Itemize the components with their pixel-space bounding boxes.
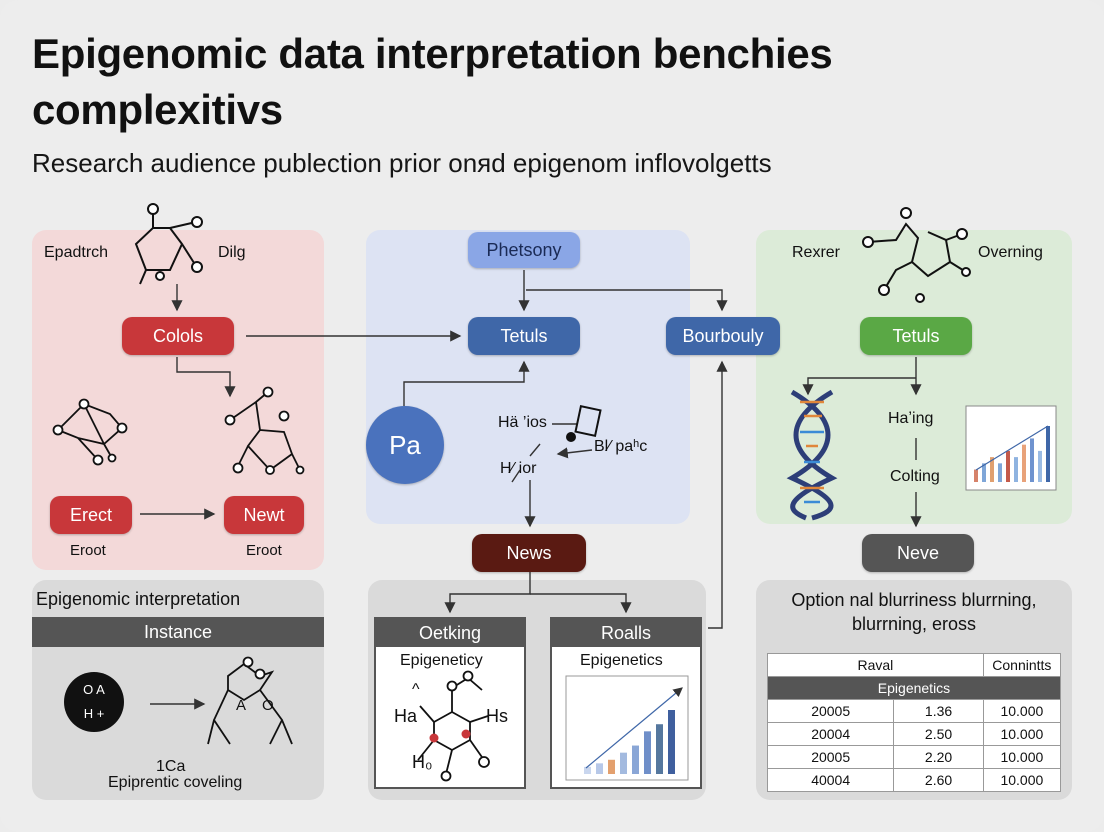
roalls-card-header: Roalls [552,619,700,647]
mol-label-ha: Ha [394,706,418,726]
bourbouly-node: Bourbouly [666,317,780,355]
table-cell: 2.20 [893,745,984,769]
tetuls-center-node: Tetuls [468,317,580,355]
table-cell: 2.50 [893,722,984,746]
left-label-a: Epadtrch [44,244,109,261]
colols-node: Colols [122,317,234,355]
page-subtitle: Research audience publection prior onяd … [32,148,772,178]
table-subheader-cell: Epigenetics [767,676,1061,700]
table-cell: 2.60 [893,768,984,792]
mol-label-hs: Hs [486,706,508,726]
tetuls-right-node: Tetuls [860,317,972,355]
right-label-b: Overning [978,244,1043,261]
oetking-card-sub: Epigeneticy [400,652,483,669]
bottom-left-heading: Epigenomic interpretation [36,589,241,609]
table-cell: 10.000 [982,745,1062,769]
table-header-cell: Connintts [982,653,1062,677]
bottom-left-caption-a: 1Ca [156,758,186,775]
table-cell: 20004 [766,722,895,746]
erect-caption: Eroot [70,542,106,559]
newt-caption: Eroot [246,542,282,559]
right-label-colting: Colting [890,468,940,485]
center-label-bl: Bl∕ paʰc [594,438,648,455]
center-label-hy: H∕ ior [500,460,537,477]
table-subheader-row: Epigenetics [767,676,1061,700]
arrow-roalls-to-bourbouly [708,360,728,629]
roalls-card-sub: Epigenetics [580,652,663,669]
table-cell: 20005 [766,745,895,769]
neve-node: Neve [862,534,974,572]
center-label-ha: Hä ’ios [498,414,547,431]
left-label-b: Dilg [218,244,246,261]
erect-node: Erect [50,496,132,534]
oetking-card-header: Oetking [376,619,524,647]
mol-label-ho: H₀ [412,752,433,772]
table-header-cell: Raval [767,653,984,677]
pa-circle-node: Pa [366,406,444,484]
right-label-ha: Haʼing [888,410,934,427]
page-title: Epigenomic data interpretation benchies … [32,30,833,133]
table-cell: 10.000 [982,768,1062,792]
table-row: 40004 2.60 10.000 [766,768,1062,792]
instance-bar: Instance [32,617,324,647]
table-row: 20005 2.20 10.000 [766,745,1062,769]
bottom-right-heading: Option nal blurriness blurrning, blurrni… [791,590,1037,634]
bottom-left-caption-b: Epiprentic coveling [108,774,243,791]
newt-node: Newt [224,496,304,534]
phetsony-node: Phetsony [468,232,580,268]
table-row: 20005 1.36 10.000 [766,699,1062,723]
table-cell: 10.000 [982,722,1062,746]
table-row: 20004 2.50 10.000 [766,722,1062,746]
table-cell: 40004 [766,768,895,792]
table-header-row: Raval Connintts [767,653,1062,677]
right-label-a: Rexrer [792,244,841,261]
table-cell: 20005 [766,699,895,723]
news-node: News [472,534,586,572]
table-cell: 1.36 [893,699,984,723]
results-table: Raval Connintts Epigenetics 20005 1.36 1… [766,653,1062,792]
table-cell: 10.000 [982,699,1062,723]
